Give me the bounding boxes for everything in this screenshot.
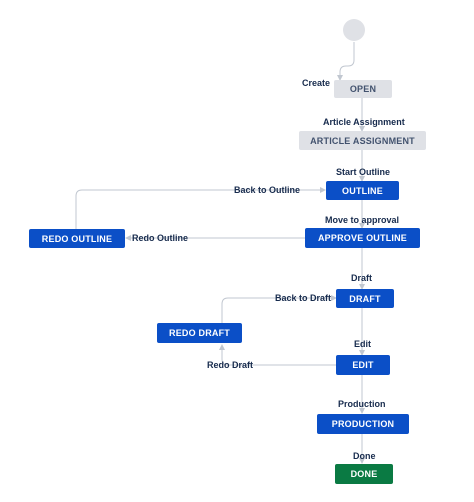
status-edit[interactable]: EDIT xyxy=(336,355,390,375)
status-redo-draft[interactable]: REDO DRAFT xyxy=(157,323,242,343)
transition-redo-draft[interactable]: Redo Draft xyxy=(207,360,254,370)
transition-start-outline[interactable]: Start Outline xyxy=(336,167,391,177)
status-article-assignment[interactable]: ARTICLE ASSIGNMENT xyxy=(299,131,426,150)
status-outline[interactable]: OUTLINE xyxy=(326,181,399,200)
transition-production[interactable]: Production xyxy=(338,399,386,409)
transition-draft[interactable]: Draft xyxy=(351,273,373,283)
connector-back-to-draft xyxy=(221,295,337,323)
transition-back-to-draft[interactable]: Back to Draft xyxy=(275,293,332,303)
connector-back-to-outline xyxy=(75,187,326,229)
transition-done[interactable]: Done xyxy=(353,451,376,461)
status-redo-outline[interactable]: REDO OUTLINE xyxy=(29,229,125,248)
status-production[interactable]: PRODUCTION xyxy=(317,414,409,434)
status-approve-outline[interactable]: APPROVE OUTLINE xyxy=(305,228,420,248)
status-draft[interactable]: DRAFT xyxy=(336,289,394,308)
transition-back-to-outline[interactable]: Back to Outline xyxy=(234,185,301,195)
connector-create xyxy=(337,42,355,81)
transition-move-to-approval[interactable]: Move to approval xyxy=(325,215,400,225)
status-done[interactable]: DONE xyxy=(335,464,393,484)
status-open[interactable]: OPEN xyxy=(334,80,392,98)
transition-article-assignment[interactable]: Article Assignment xyxy=(323,117,405,127)
transition-redo-outline[interactable]: Redo Outline xyxy=(132,233,188,243)
transition-create[interactable]: Create xyxy=(302,78,331,88)
transition-edit[interactable]: Edit xyxy=(354,339,371,349)
start-circle xyxy=(343,19,365,41)
connector-redo-draft xyxy=(219,344,336,366)
